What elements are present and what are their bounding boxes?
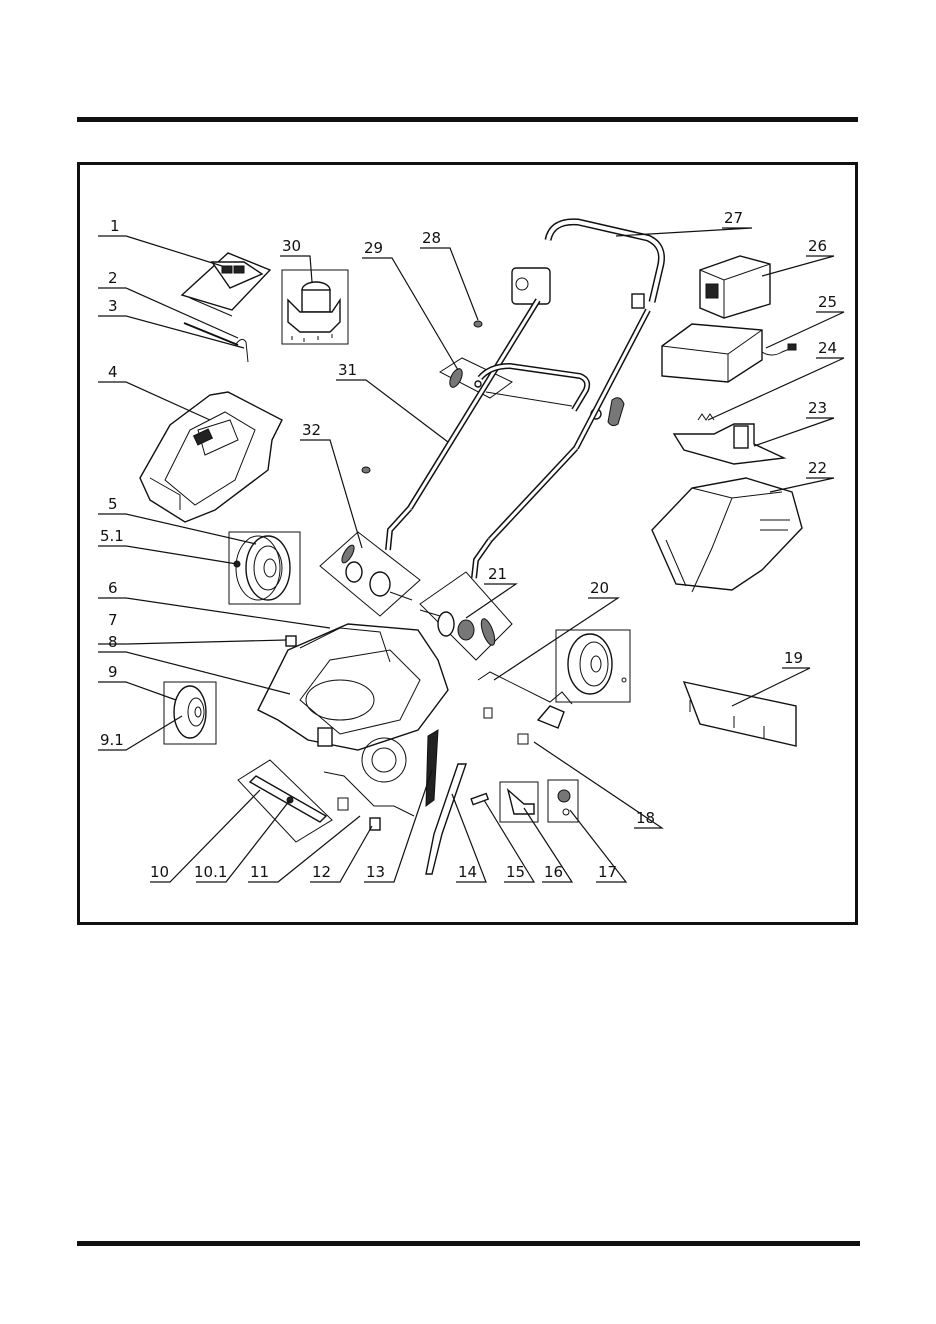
hinge-knob-right-part <box>420 572 512 660</box>
label-3: 3 <box>108 297 118 315</box>
label-6: 6 <box>108 579 118 597</box>
label-5-1: 5.1 <box>100 527 124 545</box>
pin-part <box>184 323 248 362</box>
bracket-part <box>684 682 796 746</box>
nut-part <box>362 321 482 473</box>
deck-part <box>258 624 448 782</box>
label-9: 9 <box>108 663 118 681</box>
label-4: 4 <box>108 363 118 381</box>
label-20: 20 <box>590 579 609 597</box>
label-8: 8 <box>108 633 118 651</box>
label-30: 30 <box>282 237 301 255</box>
label-10: 10 <box>150 863 169 881</box>
label-32: 32 <box>302 421 321 439</box>
label-21: 21 <box>488 565 507 583</box>
label-10-1: 10.1 <box>194 863 227 881</box>
grass-box-part <box>652 478 802 592</box>
label-14: 14 <box>458 863 477 881</box>
label-25: 25 <box>818 293 837 311</box>
label-28: 28 <box>422 229 441 247</box>
latch-part <box>500 782 538 822</box>
label-24: 24 <box>818 339 837 357</box>
button-part <box>548 780 578 822</box>
rear-axle-part <box>324 772 414 830</box>
label-22: 22 <box>808 459 827 477</box>
spring-part <box>698 414 714 420</box>
label-26: 26 <box>808 237 827 255</box>
motor-part <box>282 270 348 344</box>
blade-part <box>238 760 332 842</box>
label-31: 31 <box>338 361 357 379</box>
top-cover-part <box>140 392 282 522</box>
label-11: 11 <box>250 863 269 881</box>
label-5: 5 <box>108 495 118 513</box>
label-12: 12 <box>312 863 331 881</box>
label-29: 29 <box>364 239 383 257</box>
flap-part <box>674 424 784 464</box>
label-23: 23 <box>808 399 827 417</box>
label-9-1: 9.1 <box>100 731 124 749</box>
label-17: 17 <box>598 863 617 881</box>
label-18: 18 <box>636 809 655 827</box>
hinge-knob-left-part <box>320 532 420 616</box>
label-16: 16 <box>544 863 563 881</box>
label-7: 7 <box>108 611 118 629</box>
height-adjust-rod-part <box>478 672 572 744</box>
battery-part <box>700 256 770 318</box>
rear-wheel-part <box>229 532 300 604</box>
grip-part <box>426 730 438 806</box>
label-13: 13 <box>366 863 385 881</box>
battery-cover-part <box>182 253 270 316</box>
label-19: 19 <box>784 649 803 667</box>
label-2: 2 <box>108 269 118 287</box>
front-wheel-part <box>556 630 630 702</box>
label-15: 15 <box>506 863 525 881</box>
label-27: 27 <box>724 209 743 227</box>
charger-part <box>662 324 796 382</box>
label-1: 1 <box>110 217 120 235</box>
small-wheel-part <box>164 682 216 744</box>
